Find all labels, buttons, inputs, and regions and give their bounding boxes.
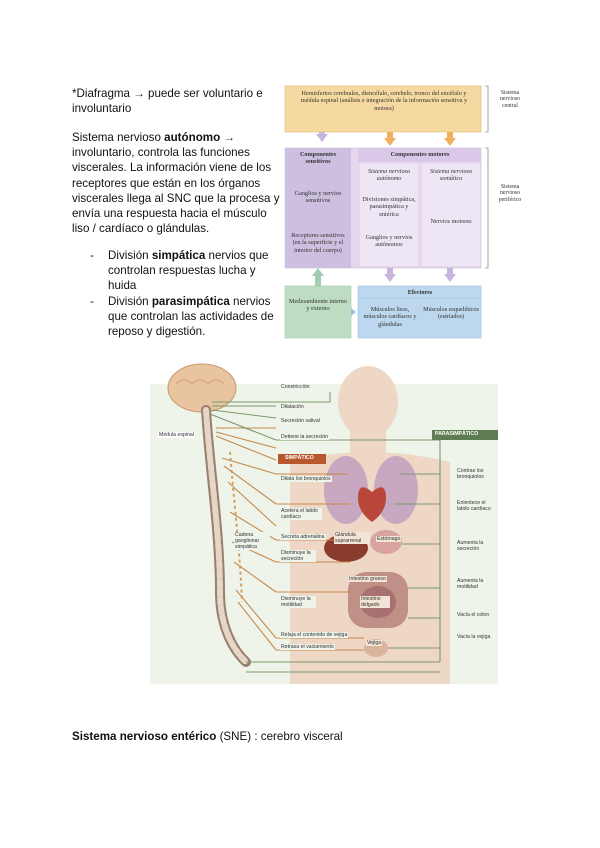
parasympathetic-tag: PARASIMPÁTICO bbox=[435, 431, 479, 437]
dash-bullet: - bbox=[90, 294, 94, 308]
sensory-box bbox=[285, 148, 351, 268]
effect-label: Dilata los bronquiolos bbox=[280, 476, 332, 482]
enteric-bold: Sistema nervioso entérico bbox=[72, 730, 217, 743]
sympathetic-chain bbox=[229, 451, 243, 603]
sensory-title: Componentes sensitivos bbox=[299, 151, 337, 166]
autonomic-paragraph: Sistema nervioso autónomo → involuntario… bbox=[72, 130, 282, 236]
parasympathetic-tag-bg bbox=[432, 430, 498, 440]
flow-diagram-graphics bbox=[284, 85, 489, 339]
effect-label: Contrae los bronquiolos bbox=[456, 468, 496, 480]
effect-label: Aumenta la motilidad bbox=[456, 578, 496, 590]
parasympathetic-lines bbox=[209, 392, 441, 673]
heart-shape bbox=[358, 487, 386, 522]
motor-title-box bbox=[358, 148, 481, 162]
sympathetic-tag-bg bbox=[278, 454, 326, 464]
organ-label: Vejiga bbox=[366, 640, 383, 646]
spinal-cord-label: Médula espinal bbox=[158, 432, 195, 438]
effect-label: Vacía el colon bbox=[456, 612, 496, 618]
enteric-line: Sistema nervioso entérico (SNE) : cerebr… bbox=[72, 730, 343, 743]
effect-label: Enlentece el latido cardíaco bbox=[456, 500, 496, 512]
organ-label: Intestino grueso bbox=[348, 576, 387, 582]
bullet-bold: simpática bbox=[151, 249, 206, 262]
left-lung-shape bbox=[324, 456, 368, 524]
right-lung-shape bbox=[374, 456, 418, 524]
effectors-skeletal-text: Músculos esqueléticos (estriados) bbox=[423, 306, 479, 321]
effect-label: Vacía la vejiga bbox=[456, 634, 496, 640]
bullet-post: nervios que controlan las actividades de… bbox=[108, 294, 274, 339]
environment-text: Medioambiente interno y externo bbox=[289, 298, 347, 313]
effect-label: Secreta adrenalina bbox=[280, 534, 326, 540]
list-item: - División parasimpática nervios que con… bbox=[90, 294, 280, 340]
diaphragm-text: *Diafragma → puede ser voluntario e invo… bbox=[72, 87, 263, 116]
bullet-pre: División bbox=[108, 249, 152, 262]
effect-label: Detiene la secreción bbox=[280, 434, 330, 440]
autonomic-ganglia-text: Ganglios y nervios autónomos bbox=[365, 234, 413, 249]
diaphragm-note: *Diafragma → puede ser voluntario e invo… bbox=[72, 86, 277, 116]
sympathetic-lines bbox=[215, 427, 364, 651]
somatic-box bbox=[422, 164, 480, 266]
bullet-pre: División bbox=[108, 294, 152, 308]
effectors-smooth-text: Músculos lisos, músculos cardíacos y glá… bbox=[363, 306, 417, 328]
autonomic-box bbox=[360, 164, 418, 266]
cns-box-text: Hemisferios cerebrales, diencéfalo, cere… bbox=[300, 90, 468, 112]
dash-bullet: - bbox=[90, 249, 94, 262]
effect-label: Aumenta la secreción bbox=[456, 540, 496, 552]
cns-side-label-text: Sistema nervioso central bbox=[500, 90, 520, 109]
effect-label: Secreción salival bbox=[280, 418, 321, 424]
effect-label: Dilatación bbox=[280, 404, 305, 410]
autonomic-rest: → involuntario, controla las funciones v… bbox=[72, 131, 280, 236]
list-item: - División simpática nervios que control… bbox=[90, 248, 280, 294]
effect-label: Relaja el contenido de vejiga bbox=[280, 632, 349, 638]
autonomic-title: Sistema nervioso autónomo bbox=[367, 168, 411, 183]
autonomic-prefix: Sistema nervioso bbox=[72, 131, 165, 144]
enteric-rest: (SNE) : cerebro visceral bbox=[216, 730, 343, 743]
cns-side-label: Sistema nervioso central bbox=[492, 90, 528, 109]
division-list: - División simpática nervios que control… bbox=[90, 248, 280, 339]
head-shape bbox=[338, 366, 398, 438]
effect-label: Constricción bbox=[280, 384, 311, 390]
sympathetic-tag: SIMPÁTICO bbox=[285, 455, 314, 461]
nervous-system-flow-diagram: Hemisferios cerebrales, diencéfalo, cere… bbox=[282, 84, 528, 342]
cns-box bbox=[284, 85, 482, 133]
effect-label: Disminuye la secreción bbox=[280, 550, 316, 562]
somatic-motor-nerves-text: Nervios motores bbox=[430, 218, 472, 225]
organ-label: Glándula suprarrenal bbox=[334, 532, 370, 544]
bullet-bold: parasimpática bbox=[151, 294, 230, 308]
pns-bracket bbox=[485, 147, 489, 269]
motor-title: Componentes motores bbox=[390, 151, 450, 158]
ganglion-chain-label: Cadena ganglionar simpática bbox=[234, 532, 270, 550]
organ-label: Intestino delgado bbox=[360, 596, 390, 608]
effect-label: Retrasa el vaciamiento bbox=[280, 644, 335, 650]
bullet-post: nervios que controlan respuestas lucha y… bbox=[108, 249, 269, 293]
sensory-receptors-text: Receptores sensitivos (en la superficie … bbox=[291, 232, 345, 254]
stomach-shape bbox=[370, 530, 402, 554]
autonomic-bold: autónomo bbox=[164, 131, 221, 144]
effect-label: Acelera el latido cardíaco bbox=[280, 508, 322, 520]
environment-box bbox=[284, 285, 352, 339]
somatic-title: Sistema nervioso somático bbox=[429, 168, 473, 183]
sensory-ganglia-text: Ganglios y nervios sensitivos bbox=[294, 190, 342, 205]
effectors-box bbox=[357, 285, 482, 339]
pns-side-label: Sistema nervioso periférico bbox=[492, 184, 528, 203]
autonomic-divisions-text: Divisiones simpática, parasimpática y en… bbox=[362, 196, 416, 218]
effect-label: Disminuye la motilidad bbox=[280, 596, 316, 608]
autonomic-anatomy-figure: PARASIMPÁTICO SIMPÁTICO Médula espinal C… bbox=[150, 362, 498, 684]
pns-side-label-text: Sistema nervioso periférico bbox=[498, 184, 522, 203]
effectors-title: Efectores bbox=[407, 289, 433, 296]
organ-label: Estómago bbox=[376, 536, 402, 542]
cns-bracket bbox=[485, 85, 489, 133]
brain-shape bbox=[167, 363, 237, 413]
